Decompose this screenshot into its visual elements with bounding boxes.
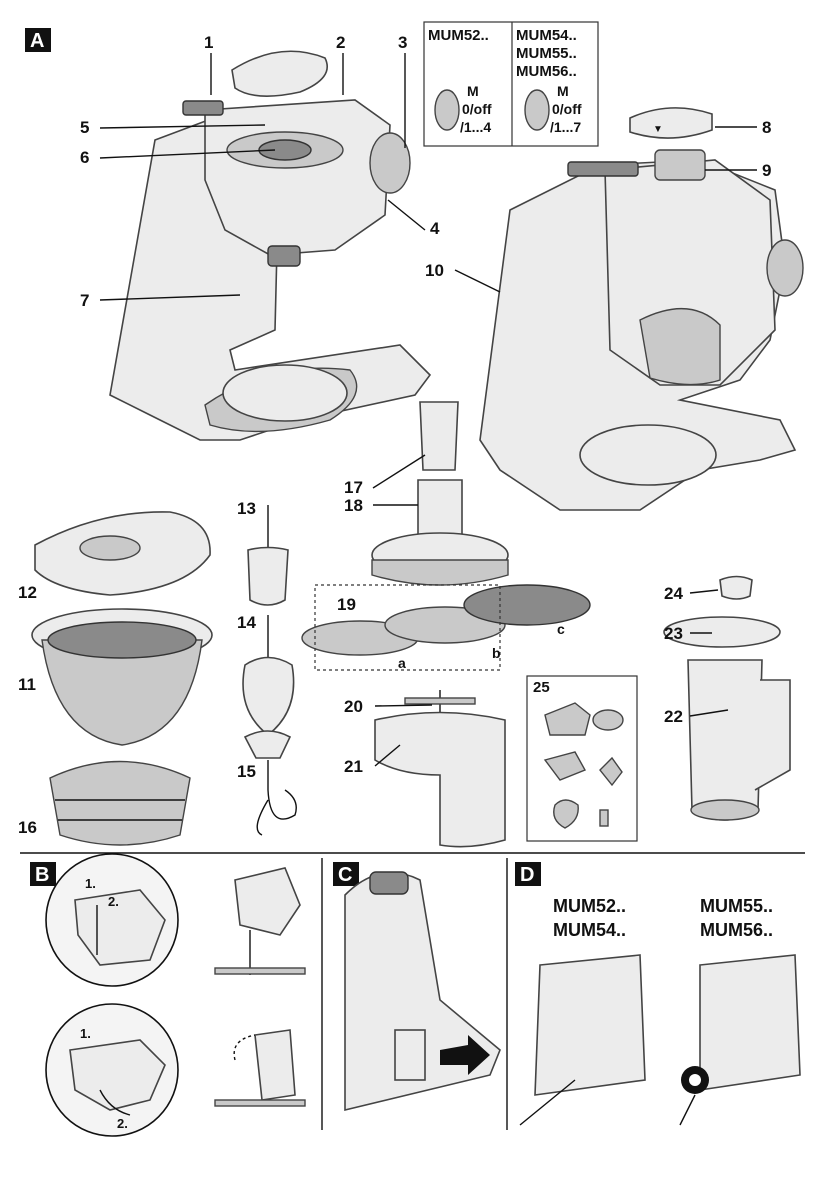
callout-8: 8: [762, 118, 771, 137]
callout-7: 7: [80, 291, 89, 310]
disc-letter-c: c: [557, 621, 565, 637]
beating-whisk: [247, 505, 289, 606]
callout-24: 24: [664, 584, 683, 603]
callout-2: 2: [336, 33, 345, 52]
callout-16: 16: [18, 818, 37, 837]
callout-15: 15: [237, 762, 256, 781]
dial-right-m: M: [557, 83, 569, 99]
step-2b: 2.: [117, 1116, 128, 1131]
disc-letter-b: b: [492, 645, 501, 661]
disc-letter-a: a: [398, 655, 406, 671]
dial-left-m: M: [467, 83, 479, 99]
section-c-label: C: [338, 864, 352, 886]
mixer-lowered-arm-sketch: [214, 1029, 306, 1107]
callout-13: 13: [237, 499, 256, 518]
section-c-badge: [333, 862, 359, 886]
callout-5: 5: [80, 118, 89, 137]
callout-6: 6: [80, 148, 89, 167]
section-d-badge: [515, 862, 541, 886]
section-d-label: D: [520, 864, 534, 886]
callout-22: 22: [664, 707, 683, 726]
callout-23: 23: [664, 624, 683, 643]
step-2a: 2.: [108, 894, 119, 909]
kneading-hook: [243, 730, 297, 836]
callout-21: 21: [344, 757, 363, 776]
callout-9: 9: [762, 161, 771, 180]
callout-20: 20: [344, 697, 363, 716]
blender-cap: [719, 575, 753, 600]
d-right-model-1: MUM55..: [700, 896, 773, 916]
callout-18: 18: [344, 496, 363, 515]
splash-guard: [34, 511, 211, 596]
drive-arm: [182, 99, 411, 267]
blender-lid: [663, 616, 781, 648]
callout-10: 10: [425, 261, 444, 280]
callout-3: 3: [398, 33, 407, 52]
cookie-cutters-box: [526, 675, 638, 842]
callout-17: 17: [344, 478, 363, 497]
section-b-label: B: [35, 864, 49, 886]
dial-left-icon: [434, 89, 460, 131]
kitchen-machine-base-unit: [109, 109, 432, 441]
whipping-whisk: [242, 615, 295, 737]
model-right-header-1: MUM54..: [516, 27, 577, 44]
kitchen-machine-side-view: [479, 149, 804, 511]
callout-1: 1: [204, 33, 213, 52]
dial-right-range: /1...7: [550, 119, 581, 135]
disc-c: [463, 584, 591, 626]
blender-jug: [687, 659, 791, 821]
step-1b: 1.: [80, 1026, 91, 1041]
model-right-header-2: MUM55..: [516, 45, 577, 62]
leader-lines: [99, 53, 757, 767]
cable-exit-left: [519, 954, 646, 1126]
drive-cap: ▼: [629, 107, 713, 139]
dial-left-range: /1...4: [460, 119, 491, 135]
dial-right-off: 0/off: [552, 101, 582, 117]
d-left-model-2: MUM54..: [553, 920, 626, 940]
shredder-housing: [374, 711, 506, 848]
dial-left-off: 0/off: [462, 101, 492, 117]
step-detail-circle-1: 1. 2.: [45, 853, 179, 987]
callout-4: 4: [430, 219, 440, 238]
callout-19: 19: [337, 595, 356, 614]
pusher: [419, 401, 459, 471]
callout-14: 14: [237, 613, 256, 632]
model-right-header-3: MUM56..: [516, 63, 577, 80]
section-a-label: A: [30, 30, 44, 52]
callout-12: 12: [18, 583, 37, 602]
dial-right-icon: [524, 89, 550, 131]
d-right-model-2: MUM56..: [700, 920, 773, 940]
section-a-badge: [25, 28, 51, 52]
step-detail-circle-2: 1. 2.: [45, 1003, 179, 1137]
d-left-model-1: MUM52..: [553, 896, 626, 916]
model-left-header: MUM52..: [428, 27, 489, 44]
svg-text:▼: ▼: [653, 124, 663, 135]
bowl-storage-bag: [49, 760, 191, 846]
callout-25: 25: [533, 679, 550, 696]
feed-tube-lid: [371, 479, 509, 586]
drive-cover-lid: [231, 50, 328, 97]
callout-11: 11: [18, 675, 36, 694]
step-1a: 1.: [85, 876, 96, 891]
section-b-badge: [30, 862, 56, 886]
mixer-raised-arm-sketch: [214, 867, 306, 975]
mixing-bowl: [31, 608, 213, 746]
cutting-discs: [301, 584, 591, 671]
cable-wind-right: [679, 954, 801, 1126]
cable-storage-detail: [344, 871, 501, 1112]
model-speed-table: MUM52.. MUM54.. MUM55.. MUM56.. M 0/off …: [423, 21, 599, 147]
